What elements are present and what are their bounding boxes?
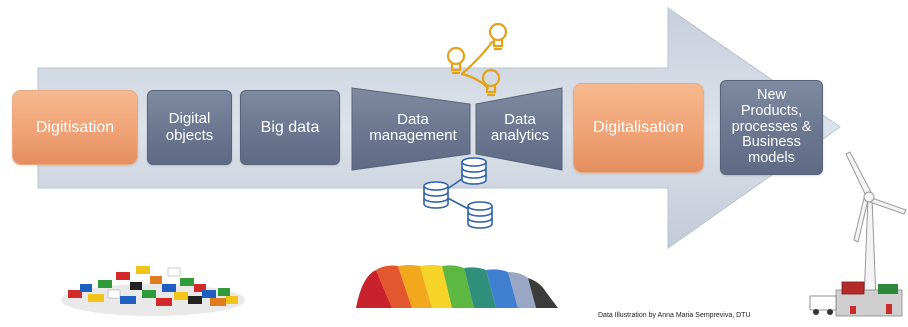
credit-caption: Data Illustration by Anna Maria Semprevi…: [598, 312, 751, 319]
new-products-box: New Products, processes & Business model…: [720, 80, 823, 175]
digitisation-box: Digitisation: [12, 90, 138, 165]
data-management-label: Data management: [369, 110, 457, 144]
lego-bricks-pile-icon: [61, 266, 245, 316]
data-funnel: [351, 87, 563, 171]
lego-wind-turbine-icon: [809, 151, 907, 317]
lightbulb-icon: [446, 22, 508, 97]
data-analytics-label: Data analytics: [490, 110, 550, 144]
big-data-box: Big data: [240, 90, 340, 165]
digital-objects-box: Digital objects: [147, 90, 232, 165]
digitalisation-box: Digitalisation: [573, 83, 704, 173]
data-management-trapezoid: [351, 87, 471, 171]
lego-color-sorted-bricks-icon: [356, 265, 558, 308]
data-analytics-trapezoid: [475, 87, 563, 171]
database-icon: [423, 157, 493, 229]
